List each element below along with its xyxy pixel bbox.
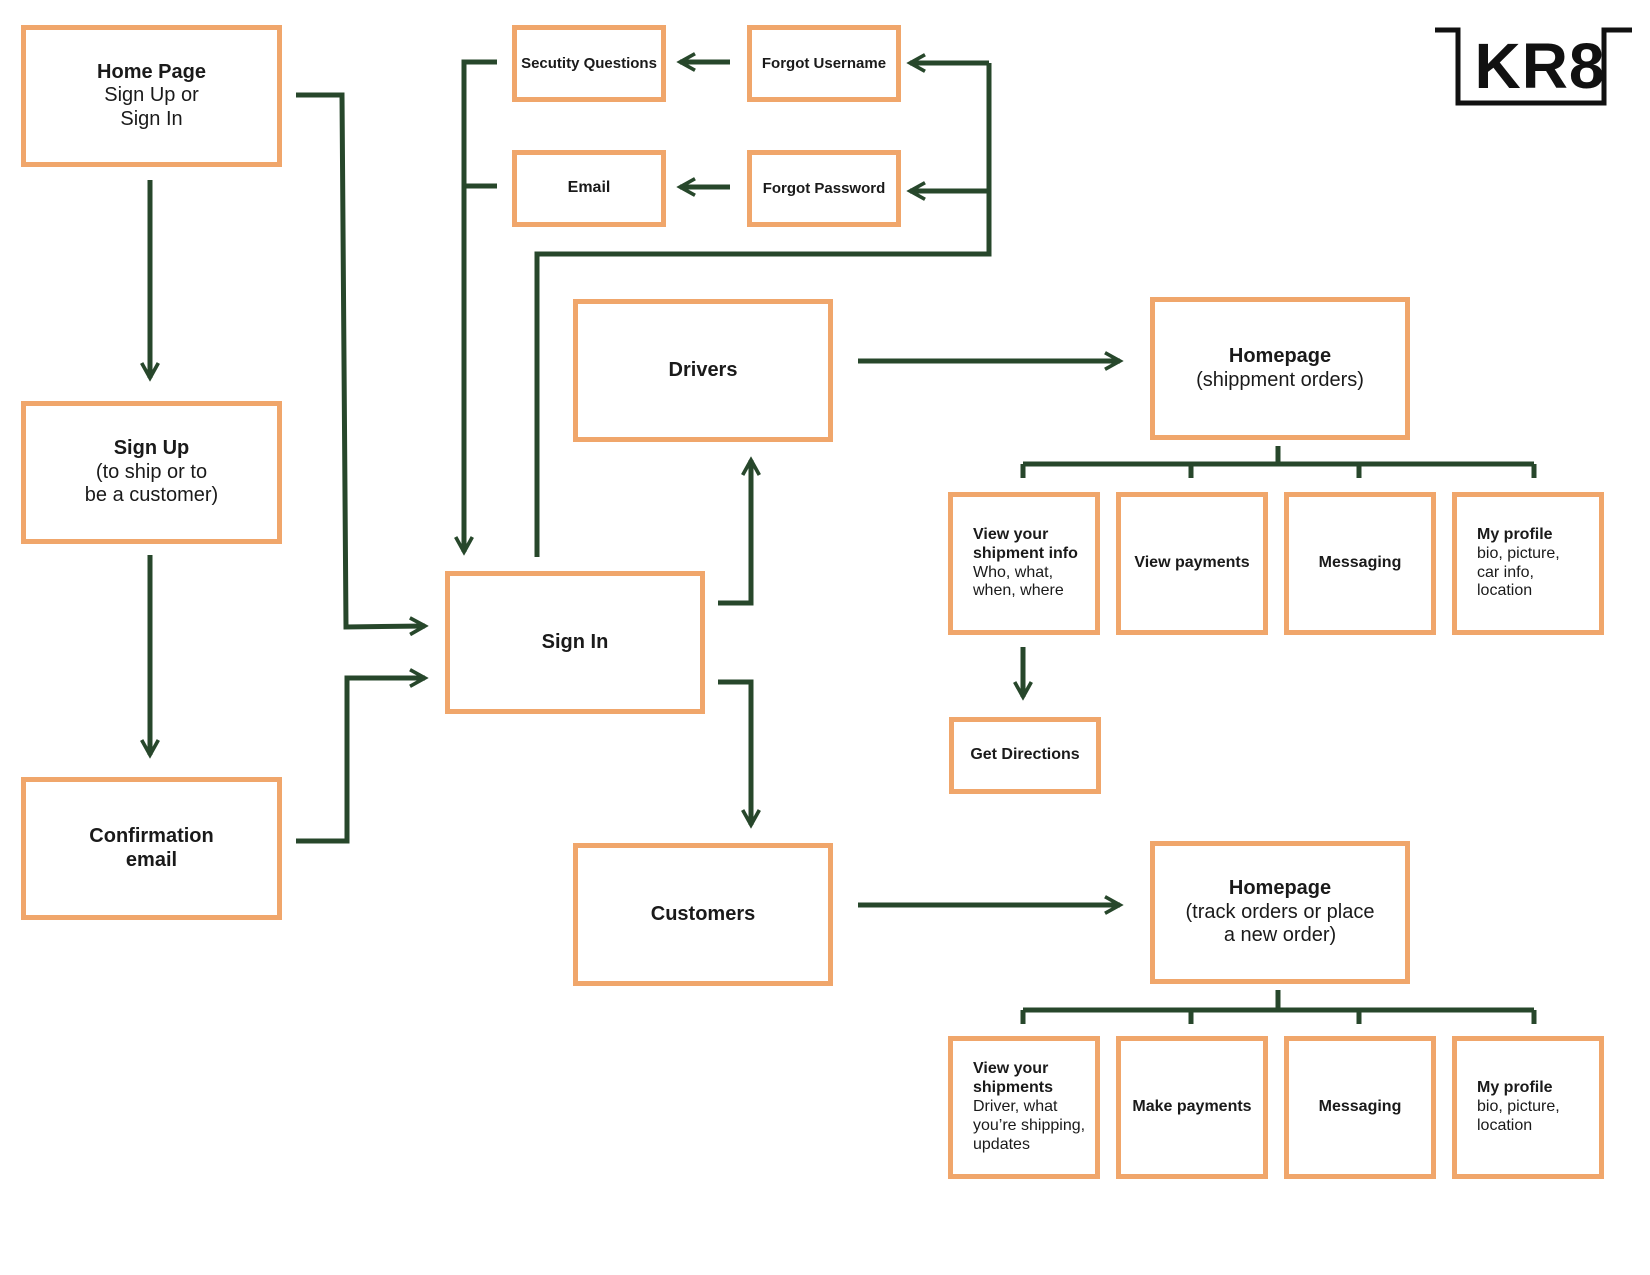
- node-drivers-title: Drivers: [668, 358, 738, 381]
- node-driver-shipment-info[interactable]: View your shipment info Who, what, when,…: [948, 492, 1100, 635]
- node-customers-title: Customers: [650, 902, 756, 925]
- node-security-title: Secutity Questions: [521, 54, 657, 72]
- node-home-title: Home Page: [97, 60, 206, 83]
- node-sign-up[interactable]: Sign Up (to ship or to be a customer): [21, 401, 282, 544]
- node-email-title: Email: [567, 179, 611, 197]
- node-confirm-title2: email: [125, 848, 178, 871]
- node-customer-view-shipments[interactable]: View your shipments Driver, what you’re …: [948, 1036, 1100, 1179]
- node-c-profile-sub1: bio, picture,: [1477, 1098, 1560, 1116]
- node-confirmation-email[interactable]: Confirmation email: [21, 777, 282, 920]
- node-drivers[interactable]: Drivers: [573, 299, 833, 442]
- logo-text: KR8: [1474, 30, 1606, 102]
- node-email[interactable]: Email: [512, 150, 666, 227]
- node-driver-homepage[interactable]: Homepage (shippment orders): [1150, 297, 1410, 440]
- node-get-directions[interactable]: Get Directions: [949, 717, 1101, 794]
- node-d-shipment-title2: shipment info: [973, 544, 1078, 562]
- node-d-profile-sub3: location: [1477, 582, 1533, 600]
- node-c-profile-title: My profile: [1477, 1079, 1553, 1097]
- node-signin-title: Sign In: [541, 630, 609, 653]
- tree-driver-homepage: [1020, 446, 1537, 478]
- arrow-signin-to-customers: [718, 679, 751, 825]
- arrow-recovery-to-signin: [464, 59, 497, 552]
- node-customer-messaging[interactable]: Messaging: [1284, 1036, 1436, 1179]
- node-security-questions[interactable]: Secutity Questions: [512, 25, 666, 102]
- node-c-shipments-title1: View your: [973, 1060, 1049, 1078]
- node-driver-messaging[interactable]: Messaging: [1284, 492, 1436, 635]
- node-customer-home-title: Homepage: [1228, 877, 1332, 900]
- logo-frame: [1435, 27, 1632, 106]
- node-signup-sub1: (to ship or to: [95, 460, 208, 483]
- node-c-shipments-sub2: you’re shipping,: [973, 1116, 1086, 1134]
- node-forgot-username[interactable]: Forgot Username: [747, 25, 901, 102]
- arrow-signin-to-drivers: [718, 460, 751, 606]
- node-signup-title: Sign Up: [113, 437, 190, 460]
- node-d-profile-sub1: bio, picture,: [1477, 544, 1560, 562]
- node-sign-in[interactable]: Sign In: [445, 571, 705, 714]
- node-customer-my-profile[interactable]: My profile bio, picture, location: [1452, 1036, 1604, 1179]
- node-c-payments-title: Make payments: [1132, 1098, 1252, 1116]
- node-driver-home-sub1: (shippment orders): [1196, 368, 1364, 391]
- node-driver-my-profile[interactable]: My profile bio, picture, car info, locat…: [1452, 492, 1604, 635]
- node-c-messaging-title: Messaging: [1318, 1098, 1402, 1116]
- node-home-sub2: Sign In: [120, 107, 183, 130]
- node-forgot-password-title: Forgot Password: [762, 179, 886, 197]
- node-c-shipments-sub3: updates: [973, 1135, 1030, 1153]
- node-d-shipment-sub1: Who, what,: [973, 563, 1054, 581]
- node-customer-homepage[interactable]: Homepage (track orders or place a new or…: [1150, 841, 1410, 984]
- node-d-shipment-title1: View your: [973, 525, 1049, 543]
- node-forgot-username-title: Forgot Username: [761, 54, 887, 72]
- node-c-shipments-title2: shipments: [973, 1079, 1054, 1097]
- node-home-page[interactable]: Home Page Sign Up or Sign In: [21, 25, 282, 167]
- node-d-shipment-sub2: when, where: [973, 582, 1064, 600]
- node-c-profile-sub2: location: [1477, 1116, 1533, 1134]
- node-forgot-password[interactable]: Forgot Password: [747, 150, 901, 227]
- tree-customer-homepage: [1020, 990, 1537, 1024]
- node-home-sub1: Sign Up or: [104, 84, 199, 107]
- node-customer-home-sub2: a new order): [1223, 924, 1337, 947]
- node-d-payments-title: View payments: [1134, 554, 1250, 572]
- node-d-profile-title: My profile: [1477, 525, 1553, 543]
- logo: KR8: [1455, 26, 1625, 106]
- node-d-profile-sub2: car info,: [1477, 563, 1534, 581]
- node-directions-title: Get Directions: [970, 746, 1080, 764]
- arrow-home-to-signin: [296, 92, 425, 627]
- node-customers[interactable]: Customers: [573, 843, 833, 986]
- node-customer-home-sub1: (track orders or place: [1185, 900, 1375, 923]
- node-signup-sub2: be a customer): [84, 484, 219, 507]
- node-d-messaging-title: Messaging: [1318, 554, 1402, 572]
- node-driver-view-payments[interactable]: View payments: [1116, 492, 1268, 635]
- connector-signin-to-forgot: [534, 63, 992, 557]
- node-customer-make-payments[interactable]: Make payments: [1116, 1036, 1268, 1179]
- node-confirm-title1: Confirmation: [89, 824, 214, 847]
- arrow-confirm-to-signin: [296, 678, 425, 844]
- node-c-shipments-sub1: Driver, what: [973, 1098, 1058, 1116]
- node-driver-home-title: Homepage: [1228, 344, 1332, 367]
